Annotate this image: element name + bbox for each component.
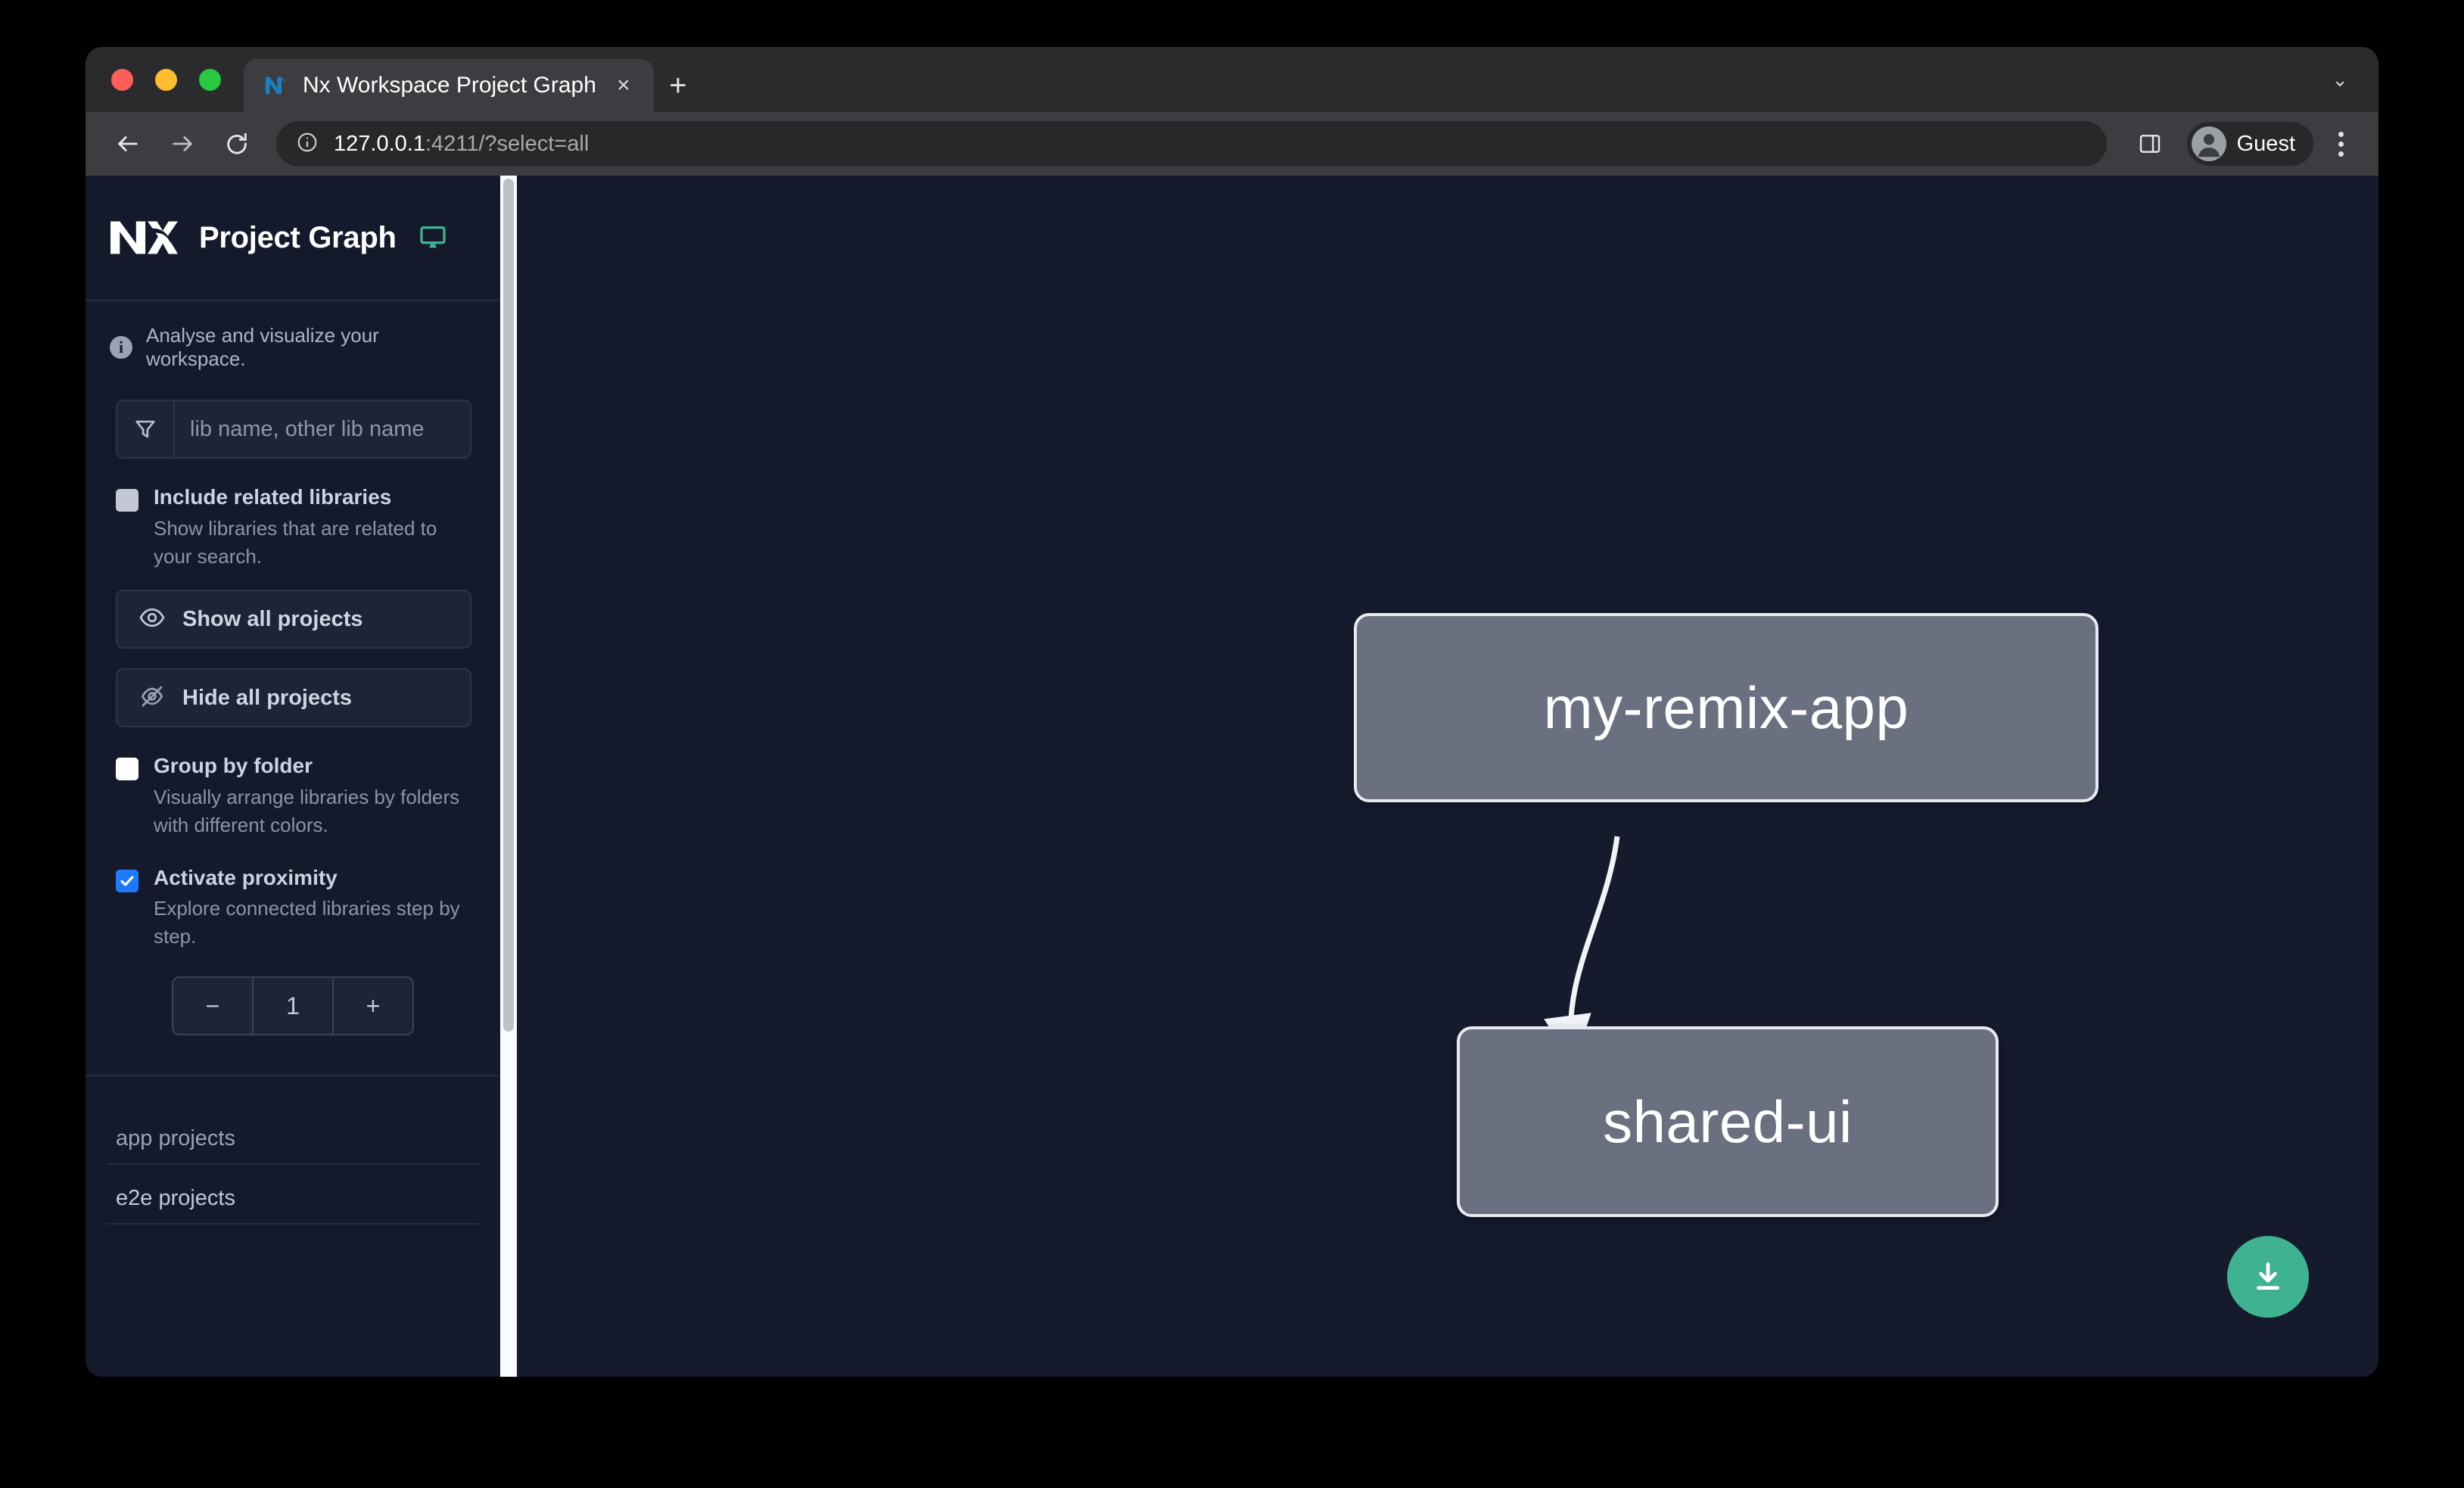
page-content: Project Graph i Analyse and visualize yo…	[86, 176, 2378, 1377]
tab-title: Nx Workspace Project Graph	[303, 73, 596, 98]
graph-node-label: shared-ui	[1603, 1088, 1853, 1155]
show-all-projects-button[interactable]: Show all projects	[116, 590, 471, 649]
include-related-libraries-option[interactable]: Include related libraries Show libraries…	[116, 484, 471, 570]
window-controls	[111, 47, 244, 112]
activate-proximity-description: Explore connected libraries step by step…	[154, 897, 460, 948]
group-by-folder-checkbox[interactable]	[116, 758, 138, 781]
app-projects-group[interactable]: app projects	[107, 1110, 479, 1166]
e2e-projects-group[interactable]: e2e projects	[107, 1169, 479, 1225]
show-all-projects-label: Show all projects	[182, 606, 363, 631]
hide-all-projects-label: Hide all projects	[182, 685, 353, 710]
sidebar-divider	[86, 1075, 500, 1077]
forward-button[interactable]	[160, 121, 205, 167]
browser-window: Nx Workspace Project Graph × + ⌄	[86, 47, 2378, 1377]
address-bar-text: 127.0.0.1:4211/?select=all	[334, 132, 589, 157]
url-host: 127.0.0.1	[334, 131, 425, 156]
address-bar[interactable]: 127.0.0.1:4211/?select=all	[276, 121, 2107, 167]
graph-node-my-remix-app[interactable]: my-remix-app	[1354, 613, 2098, 802]
download-graph-button[interactable]	[2227, 1236, 2309, 1318]
app-projects-label: app projects	[107, 1110, 479, 1166]
include-related-libraries-checkbox[interactable]	[116, 489, 138, 512]
filter-box[interactable]	[116, 400, 490, 459]
url-path: :4211/?select=all	[425, 131, 590, 156]
nx-logo	[108, 216, 178, 259]
e2e-projects-label: e2e projects	[107, 1169, 479, 1225]
new-tab-button[interactable]: +	[669, 68, 687, 102]
monitor-icon[interactable]	[418, 223, 448, 253]
proximity-increment-button[interactable]: +	[332, 978, 412, 1035]
sidebar-info-text: Analyse and visualize your workspace.	[146, 324, 379, 370]
activate-proximity-checkbox[interactable]	[116, 869, 138, 892]
close-window-button[interactable]	[111, 68, 133, 91]
search-input[interactable]	[175, 401, 490, 457]
graph-edge-my-remix-app-to-shared-ui	[1544, 836, 1620, 1066]
profile-name: Guest	[2236, 131, 2295, 156]
eye-off-icon	[138, 683, 166, 714]
site-info-icon[interactable]	[296, 131, 319, 157]
graph-node-label: my-remix-app	[1543, 674, 1909, 741]
avatar	[2191, 126, 2226, 161]
project-graph-canvas[interactable]: my-remix-app shared-ui	[518, 176, 2378, 1377]
tab-strip: Nx Workspace Project Graph × + ⌄	[86, 47, 2378, 112]
sidebar-header: Project Graph	[86, 176, 500, 301]
reload-button[interactable]	[214, 121, 260, 167]
proximity-value: 1	[252, 978, 332, 1035]
browser-tab[interactable]: Nx Workspace Project Graph ×	[244, 59, 654, 112]
filter-panel: Include related libraries Show libraries…	[86, 391, 500, 1036]
activate-proximity-option[interactable]: Activate proximity Explore connected lib…	[116, 865, 471, 951]
minimize-window-button[interactable]	[155, 68, 177, 91]
sidebar: Project Graph i Analyse and visualize yo…	[86, 176, 517, 1377]
sidebar-options: Include related libraries Show libraries…	[86, 391, 500, 1075]
maximize-window-button[interactable]	[199, 68, 221, 91]
proximity-decrement-button[interactable]: −	[205, 991, 220, 1019]
group-by-folder-label: Group by folder	[154, 754, 313, 778]
sidebar-scrollbar[interactable]	[500, 176, 517, 1377]
side-panel-icon[interactable]	[2130, 121, 2170, 167]
info-icon: i	[110, 336, 132, 359]
nx-favicon-icon	[263, 73, 289, 98]
sidebar-scrollbar-thumb[interactable]	[503, 179, 514, 1032]
include-related-libraries-description: Show libraries that are related to your …	[154, 516, 437, 568]
back-button[interactable]	[105, 121, 151, 167]
funnel-icon	[117, 401, 175, 457]
sidebar-scroll-area: Include related libraries Show libraries…	[86, 391, 500, 1377]
browser-toolbar: 127.0.0.1:4211/?select=all Guest	[86, 112, 2378, 176]
group-by-folder-description: Visually arrange libraries by folders wi…	[154, 786, 460, 836]
page-title: Project Graph	[199, 220, 397, 254]
project-groups: app projects e2e projects	[86, 1076, 500, 1229]
include-related-libraries-label: Include related libraries	[154, 485, 392, 509]
proximity-stepper: − 1 +	[172, 976, 414, 1036]
profile-chip[interactable]: Guest	[2186, 122, 2313, 166]
activate-proximity-label: Activate proximity	[154, 865, 338, 889]
hide-all-projects-button[interactable]: Hide all projects	[116, 668, 471, 728]
three-dot-menu-icon[interactable]	[2322, 121, 2359, 167]
eye-icon	[138, 604, 166, 635]
tab-list-chevron-down-icon[interactable]: ⌄	[2332, 68, 2348, 91]
close-tab-button[interactable]: ×	[617, 73, 630, 98]
group-by-folder-option[interactable]: Group by folder Visually arrange librari…	[116, 753, 471, 839]
sidebar-info: i Analyse and visualize your workspace.	[86, 301, 500, 391]
graph-node-shared-ui[interactable]: shared-ui	[1457, 1026, 1999, 1217]
